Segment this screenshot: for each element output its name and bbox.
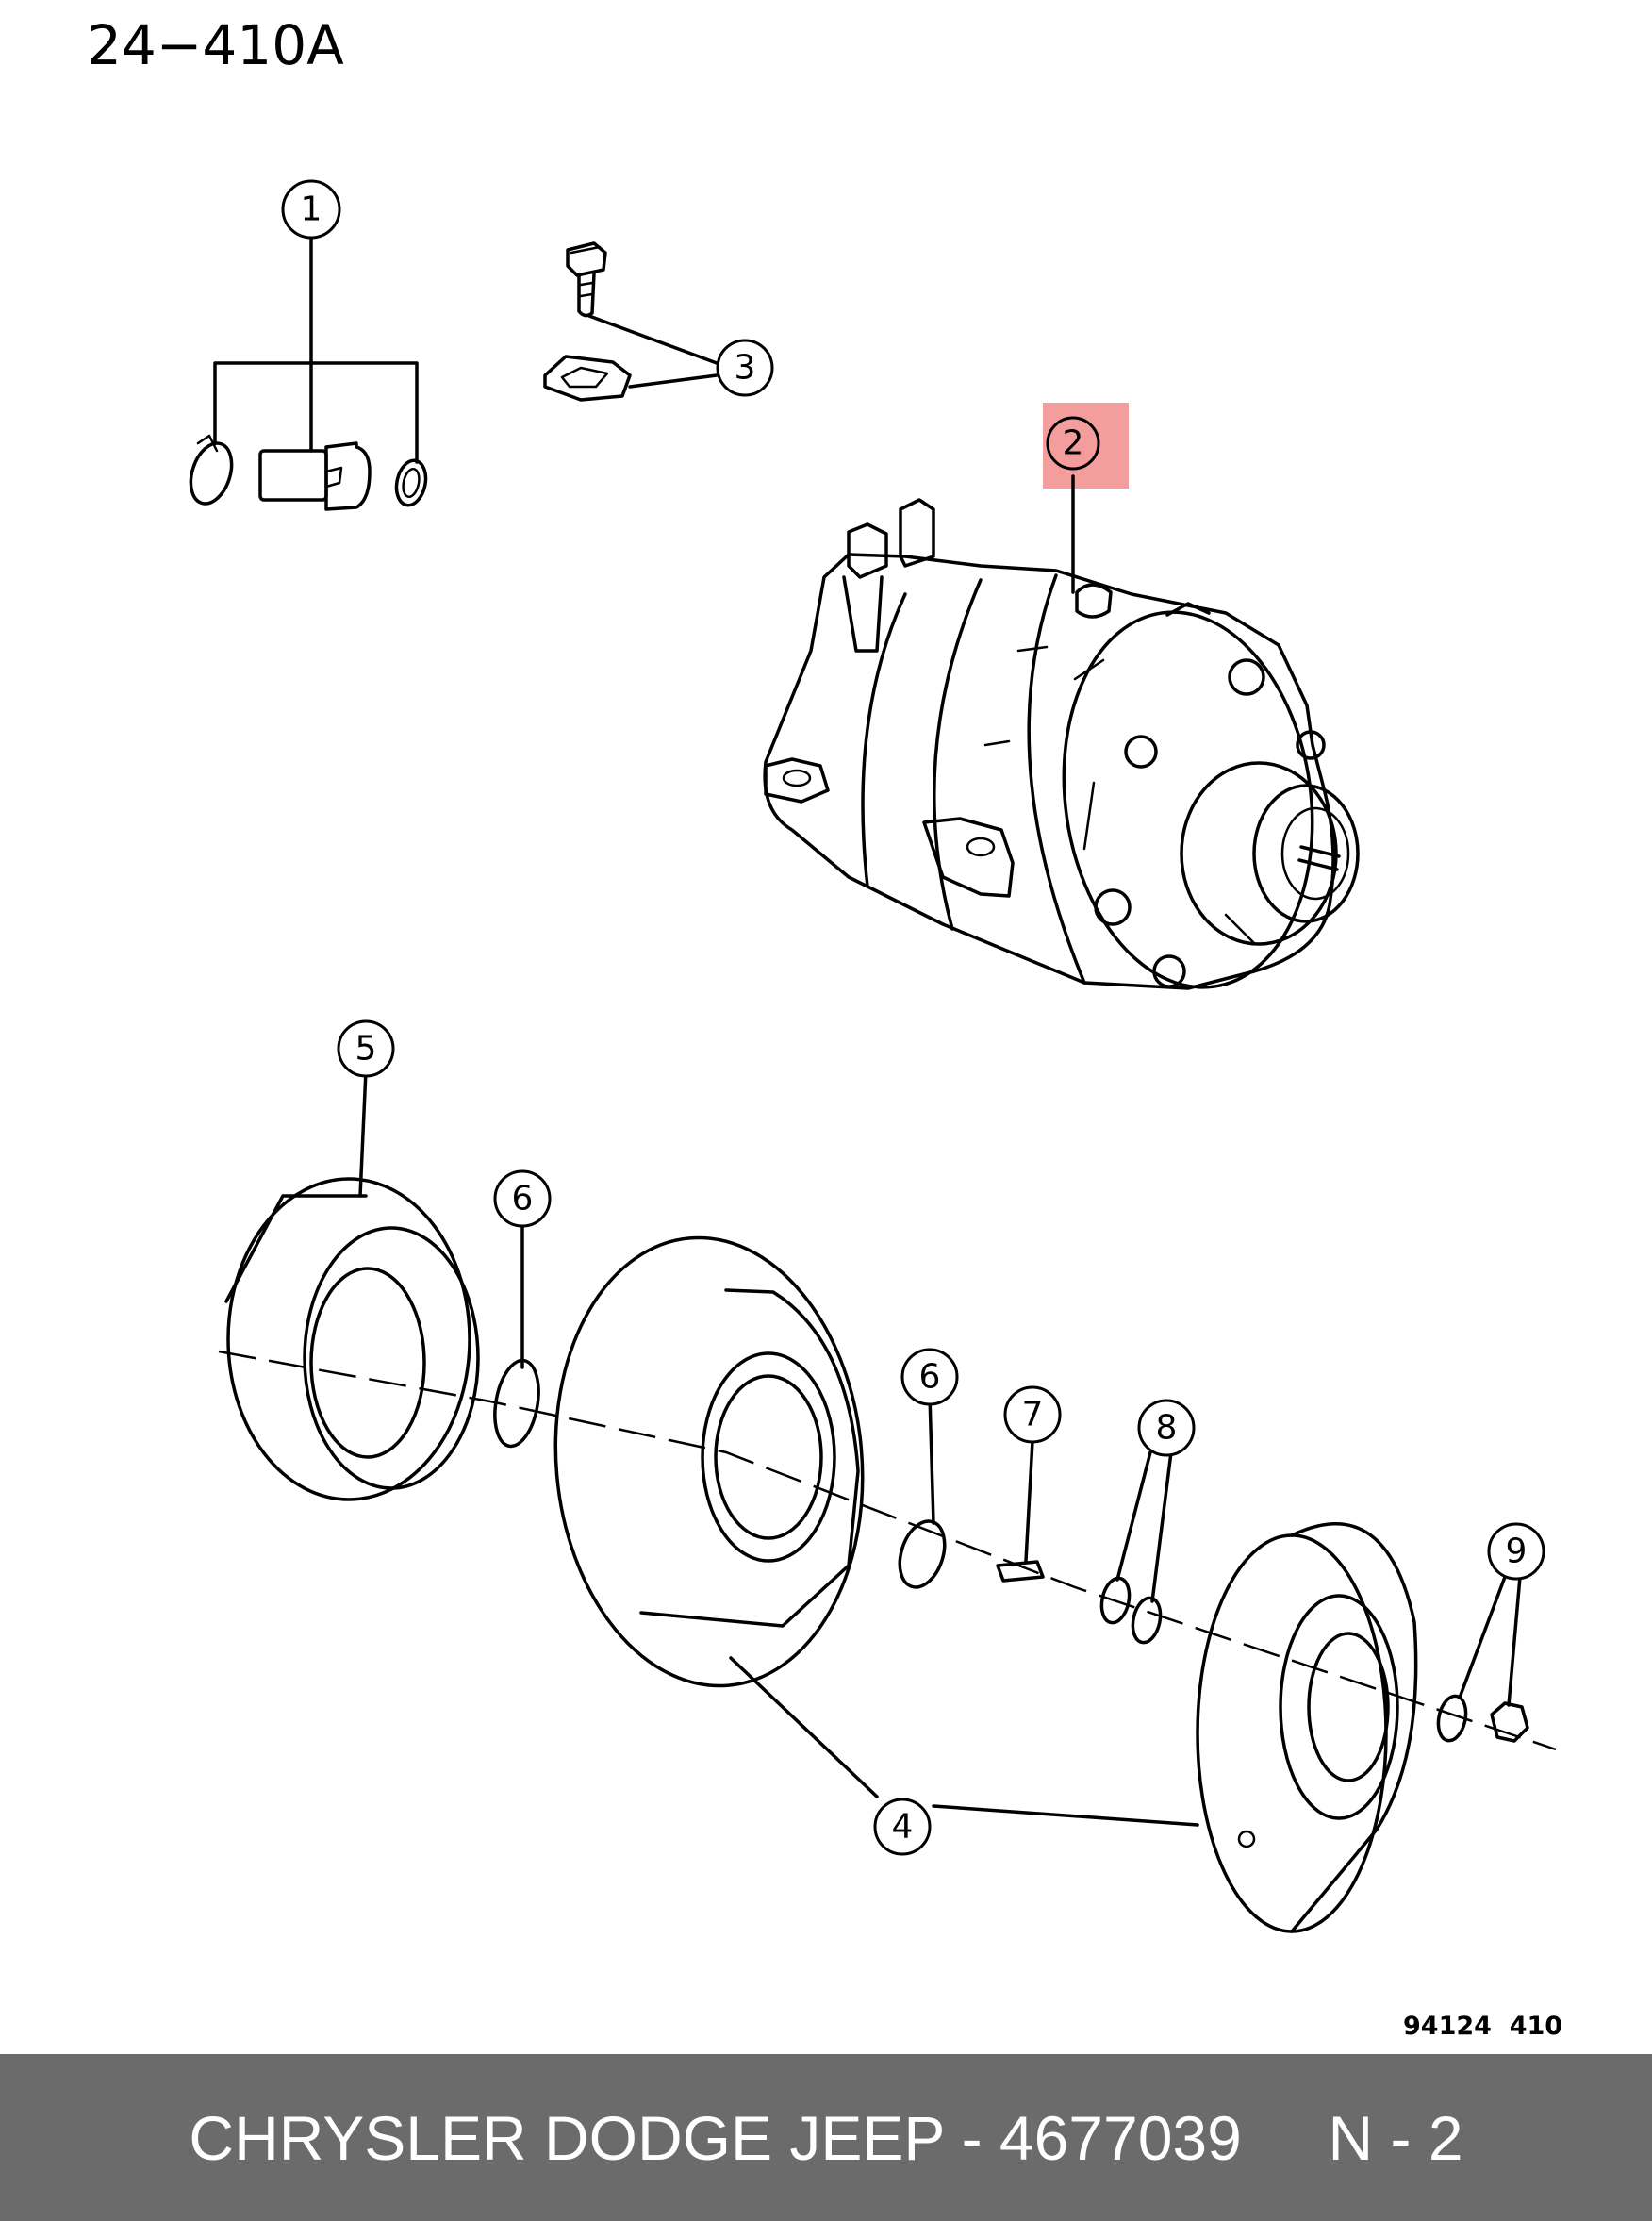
callout-3: 3 — [716, 339, 774, 397]
part-6-snap-ring-left — [493, 1224, 540, 1449]
diagram-position: N - 2 — [1328, 2102, 1463, 2173]
gap — [1242, 2103, 1329, 2173]
svg-text:6: 6 — [512, 1180, 534, 1218]
part-4-pulley-and-plate — [553, 1235, 1418, 1933]
svg-text:6: 6 — [919, 1358, 941, 1397]
callout-7: 7 — [1003, 1385, 1062, 1444]
svg-text:2: 2 — [1063, 424, 1084, 463]
part-1-switch-kit — [189, 236, 428, 511]
footer-text: CHRYSLER DODGE JEEP - 4677039 N - 2 — [189, 2102, 1462, 2174]
callout-1: 1 — [281, 179, 341, 240]
brand-name: CHRYSLER DODGE JEEP — [189, 2102, 945, 2173]
svg-text:3: 3 — [735, 349, 756, 388]
part-7-key — [996, 1439, 1045, 1583]
svg-text:9: 9 — [1506, 1533, 1528, 1571]
callout-9: 9 — [1487, 1522, 1545, 1581]
part-9-washer-and-nut — [1436, 1575, 1529, 1743]
callout-2: 2 — [1046, 416, 1100, 471]
figure-code: 94124 410 — [1403, 2012, 1562, 2041]
part-3-bolt-and-clip — [543, 241, 719, 402]
callout-6-right: 6 — [900, 1348, 959, 1406]
footer-bar: CHRYSLER DODGE JEEP - 4677039 N - 2 — [0, 2054, 1652, 2221]
parts-diagram: 24−410A — [87, 13, 1562, 2041]
svg-text:8: 8 — [1156, 1409, 1178, 1448]
svg-text:4: 4 — [892, 1808, 914, 1847]
callout-6-left: 6 — [493, 1169, 552, 1228]
part-2-compressor — [763, 403, 1360, 990]
part-5-field-coil — [224, 1069, 480, 1501]
svg-text:1: 1 — [301, 191, 322, 229]
callout-4: 4 — [873, 1798, 932, 1856]
assembly-axis — [218, 1350, 1557, 1751]
page-ref: 24−410A — [87, 13, 344, 77]
callout-5: 5 — [337, 1019, 395, 1078]
part-6-snap-ring-right — [898, 1394, 947, 1589]
svg-text:5: 5 — [355, 1030, 377, 1069]
callout-8: 8 — [1137, 1399, 1196, 1457]
part-number: 4677039 — [999, 2102, 1242, 2173]
separator: - — [944, 2102, 999, 2173]
highlight-box — [1043, 403, 1129, 489]
svg-text:7: 7 — [1022, 1396, 1044, 1434]
